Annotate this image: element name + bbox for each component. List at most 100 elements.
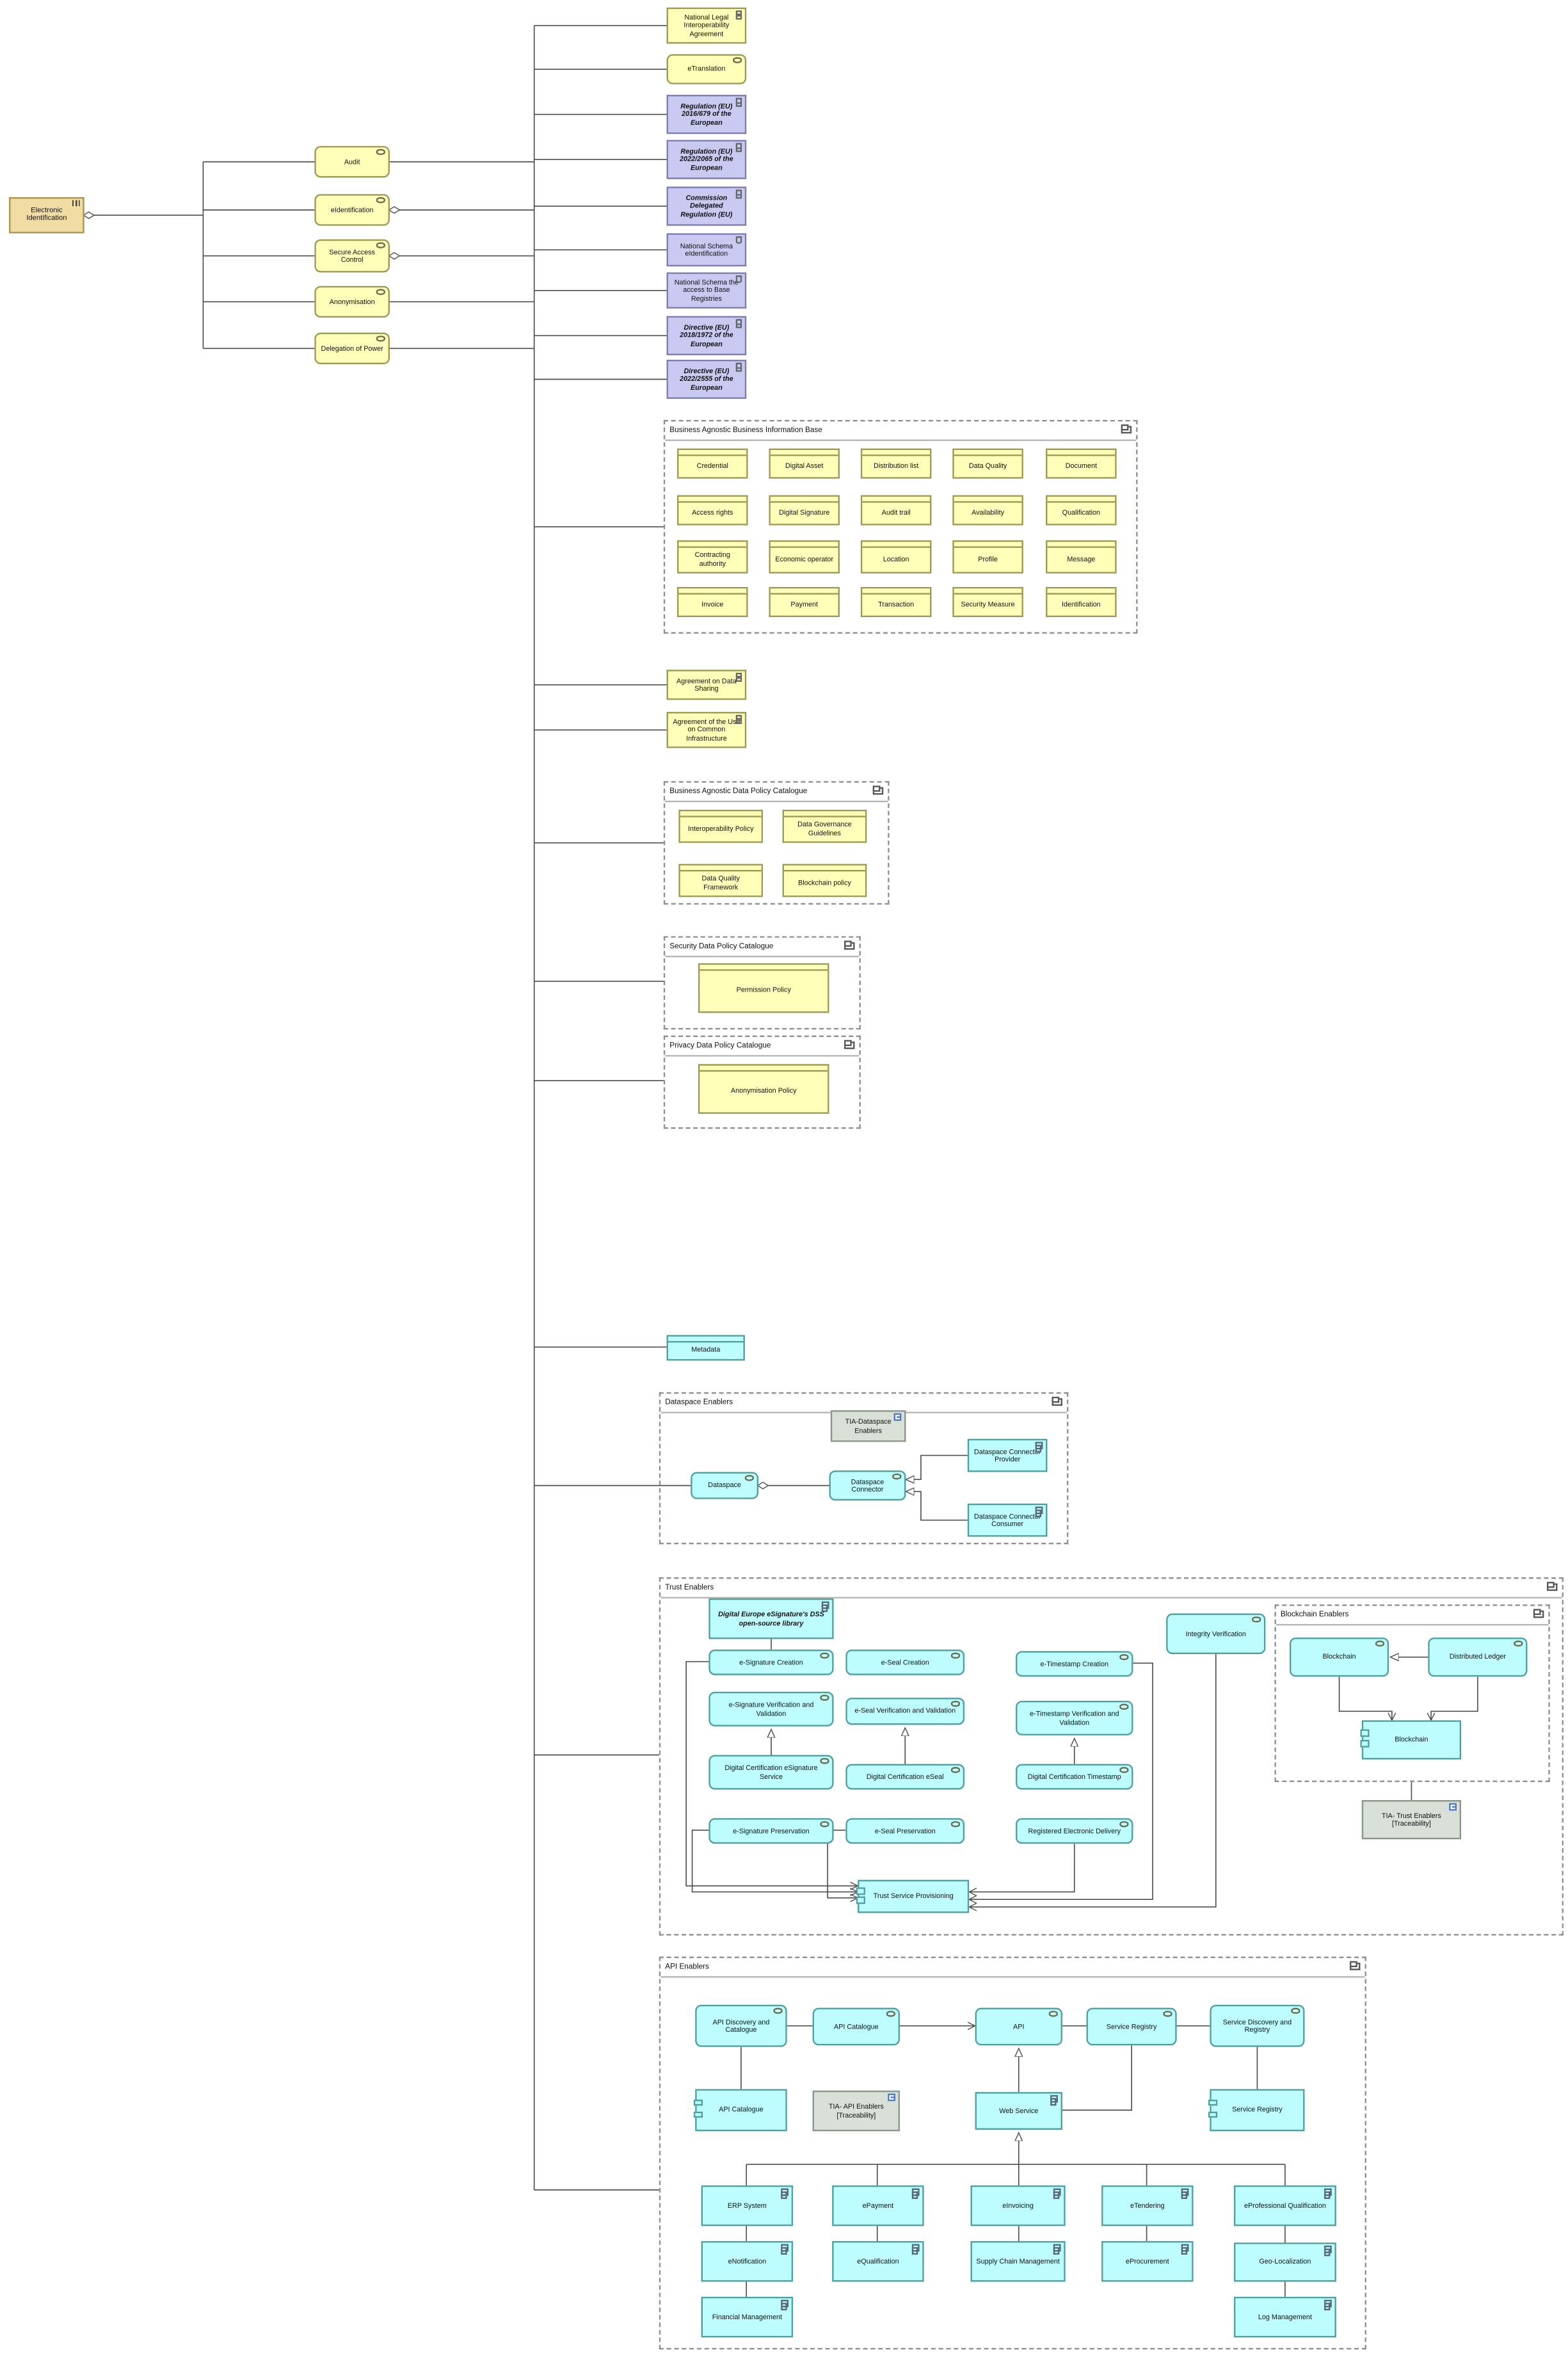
node-economic-operator[interactable]: Economic operator (769, 540, 840, 574)
node-digital-europe-esignature-s-dss-open-source-library[interactable]: Digital Europe eSignature's DSS open-sou… (708, 1598, 834, 1639)
node-digital-certification-timestamp[interactable]: Digital Certification Timestamp (1016, 1764, 1133, 1790)
node-tia-trust-enablers-traceability[interactable]: TIA- Trust Enablers [Traceability] (1361, 1800, 1462, 1840)
node-api-discovery-and-catalogue[interactable]: API Discovery and Catalogue (695, 2004, 787, 2047)
group-blockchain-enablers[interactable]: Blockchain Enablers (1274, 1604, 1550, 1782)
node-blockchain[interactable]: Blockchain (1289, 1637, 1389, 1677)
node-dataspace[interactable]: Dataspace (691, 1472, 759, 1499)
node-distributed-ledger[interactable]: Distributed Ledger (1428, 1637, 1528, 1677)
group-business-agnostic-business-information-base[interactable]: Business Agnostic Business Information B… (663, 419, 1138, 634)
node-api-catalogue[interactable]: API Catalogue (693, 2089, 787, 2132)
node-service-registry[interactable]: Service Registry (1208, 2089, 1305, 2132)
node-service-registry[interactable]: Service Registry (1086, 2007, 1177, 2046)
node-supply-chain-management[interactable]: Supply Chain Management (970, 2240, 1066, 2282)
node-eprocurement[interactable]: eProcurement (1101, 2240, 1194, 2282)
node-label: Integrity Verification (1185, 1630, 1246, 1637)
group-trust-enablers[interactable]: Trust Enablers (659, 1577, 1564, 1936)
node-delegation-of-power[interactable]: Delegation of Power (314, 332, 390, 364)
node-national-schema-eidentification[interactable]: National Schema eIdentification (666, 233, 747, 267)
node-national-legal-interoperability-agreement[interactable]: National Legal Interoperability Agreemen… (666, 7, 747, 44)
node-financial-management[interactable]: Financial Management (701, 2296, 794, 2338)
node-commission-delegated-regulation-eu[interactable]: Commission Delegated Regulation (EU) (666, 186, 747, 226)
node-epayment[interactable]: ePayment (832, 2185, 924, 2226)
node-e-timestamp-verification-and-validation[interactable]: e-Timestamp Verification and Validation (1016, 1700, 1133, 1735)
group-privacy-data-policy-catalogue[interactable]: Privacy Data Policy Catalogue (663, 1035, 861, 1129)
node-tia-api-enablers-traceability[interactable]: TIA- API Enablers [Traceability] (812, 2090, 900, 2132)
node-availability[interactable]: Availability (952, 495, 1023, 526)
node-contracting-authority[interactable]: Contracting authority (677, 540, 748, 574)
group-api-enablers[interactable]: API Enablers (659, 1956, 1366, 2350)
node-electronic-identification[interactable]: Electronic Identification (9, 197, 84, 234)
node-anonymisation-policy[interactable]: Anonymisation Policy (698, 1064, 829, 1114)
node-location[interactable]: Location (860, 540, 932, 574)
node-eidentification[interactable]: eIdentification (314, 194, 390, 226)
node-audit-trail[interactable]: Audit trail (860, 495, 932, 526)
node-anonymisation[interactable]: Anonymisation (314, 286, 390, 318)
node-equalification[interactable]: eQualification (832, 2240, 924, 2282)
node-access-rights[interactable]: Access rights (677, 495, 748, 526)
node-payment[interactable]: Payment (769, 586, 840, 617)
node-e-signature-preservation[interactable]: e-Signature Preservation (708, 1818, 834, 1844)
node-erp-system[interactable]: ERP System (701, 2185, 794, 2226)
node-log-management[interactable]: Log Management (1233, 2296, 1336, 2338)
node-e-seal-preservation[interactable]: e-Seal Preservation (845, 1818, 965, 1844)
node-permission-policy[interactable]: Permission Policy (698, 963, 829, 1013)
node-directive-eu-2022-2555-of-the-european[interactable]: Directive (EU) 2022/2555 of the European (666, 359, 747, 399)
node-e-seal-verification-and-validation[interactable]: e-Seal Verification and Validation (845, 1698, 965, 1725)
node-integrity-verification[interactable]: Integrity Verification (1166, 1613, 1266, 1654)
node-regulation-eu-2022-2065-of-the-european[interactable]: Regulation (EU) 2022/2065 of the Europea… (666, 140, 747, 179)
node-data-quality-framework[interactable]: Data Quality Framework (678, 864, 764, 897)
node-data-governance-guidelines[interactable]: Data Governance Guidelines (782, 809, 867, 843)
node-audit[interactable]: Audit (314, 146, 390, 178)
node-digital-asset[interactable]: Digital Asset (769, 448, 840, 479)
node-etranslation[interactable]: eTranslation (666, 54, 747, 84)
node-e-signature-creation[interactable]: e-Signature Creation (708, 1649, 834, 1675)
node-api-catalogue[interactable]: API Catalogue (812, 2007, 900, 2046)
node-blockchain-policy[interactable]: Blockchain policy (782, 864, 867, 897)
node-digital-certification-eseal[interactable]: Digital Certification eSeal (845, 1764, 965, 1790)
node-etendering[interactable]: eTendering (1101, 2185, 1194, 2226)
node-agreement-of-the-use-on-common-infrastructure[interactable]: Agreement of the Use on Common Infrastru… (666, 712, 747, 748)
business-service-icon (376, 197, 386, 203)
node-e-signature-verification-and-validation[interactable]: e-Signature Verification and Validation (708, 1691, 834, 1726)
node-directive-eu-2018-1972-of-the-european[interactable]: Directive (EU) 2018/1972 of the European (666, 316, 747, 355)
node-registered-electronic-delivery[interactable]: Registered Electronic Delivery (1016, 1818, 1133, 1844)
node-geo-localization[interactable]: Geo-Localization (1233, 2242, 1336, 2282)
node-digital-certification-esignature-service[interactable]: Digital Certification eSignature Service (708, 1755, 834, 1790)
node-digital-signature[interactable]: Digital Signature (769, 495, 840, 526)
node-national-schema-the-access-to-base-registries[interactable]: National Schema the access to Base Regis… (666, 272, 747, 309)
node-dataspace-connector-consumer[interactable]: Dataspace Connector Consumer (967, 1503, 1048, 1537)
node-metadata[interactable]: Metadata (666, 1335, 745, 1361)
node-credential[interactable]: Credential (677, 448, 748, 479)
node-label: ePayment (862, 2201, 894, 2210)
node-enotification[interactable]: eNotification (701, 2240, 794, 2282)
node-service-discovery-and-registry[interactable]: Service Discovery and Registry (1210, 2004, 1305, 2047)
group-business-agnostic-data-policy-catalogue[interactable]: Business Agnostic Data Policy Catalogue (663, 781, 890, 905)
node-dataspace-connector[interactable]: Dataspace Connector (829, 1470, 906, 1501)
node-einvoicing[interactable]: eInvoicing (970, 2185, 1066, 2226)
node-eprofessional-qualification[interactable]: eProfessional Qualification (1233, 2185, 1336, 2226)
node-profile[interactable]: Profile (952, 540, 1023, 574)
node-regulation-eu-2016-679-of-the-european[interactable]: Regulation (EU) 2016/679 of the European (666, 95, 747, 134)
node-security-measure[interactable]: Security Measure (952, 586, 1023, 617)
node-qualification[interactable]: Qualification (1046, 495, 1117, 526)
node-identification[interactable]: Identification (1046, 586, 1117, 617)
group-security-data-policy-catalogue[interactable]: Security Data Policy Catalogue (663, 936, 861, 1030)
node-interoperability-policy[interactable]: Interoperability Policy (678, 809, 764, 843)
node-web-service[interactable]: Web Service (975, 2092, 1062, 2130)
node-data-quality[interactable]: Data Quality (952, 448, 1023, 479)
node-distribution-list[interactable]: Distribution list (860, 448, 932, 479)
node-e-seal-creation[interactable]: e-Seal Creation (845, 1649, 965, 1675)
node-agreement-on-data-sharing[interactable]: Agreement on Data Sharing (666, 670, 747, 700)
node-tia-dataspace-enablers[interactable]: TIA-Dataspace Enablers (830, 1410, 906, 1442)
application-service-icon (951, 1821, 961, 1827)
node-transaction[interactable]: Transaction (860, 586, 932, 617)
node-blockchain[interactable]: Blockchain (1360, 1720, 1462, 1760)
node-message[interactable]: Message (1046, 540, 1117, 574)
node-document[interactable]: Document (1046, 448, 1117, 479)
node-api[interactable]: API (975, 2007, 1062, 2046)
node-e-timestamp-creation[interactable]: e-Timestamp Creation (1016, 1651, 1133, 1677)
node-dataspace-connector-provider[interactable]: Dataspace Connector Provider (967, 1438, 1048, 1472)
node-secure-access-control[interactable]: Secure Access Control (314, 239, 390, 273)
node-invoice[interactable]: Invoice (677, 586, 748, 617)
node-trust-service-provisioning[interactable]: Trust Service Provisioning (856, 1879, 970, 1913)
